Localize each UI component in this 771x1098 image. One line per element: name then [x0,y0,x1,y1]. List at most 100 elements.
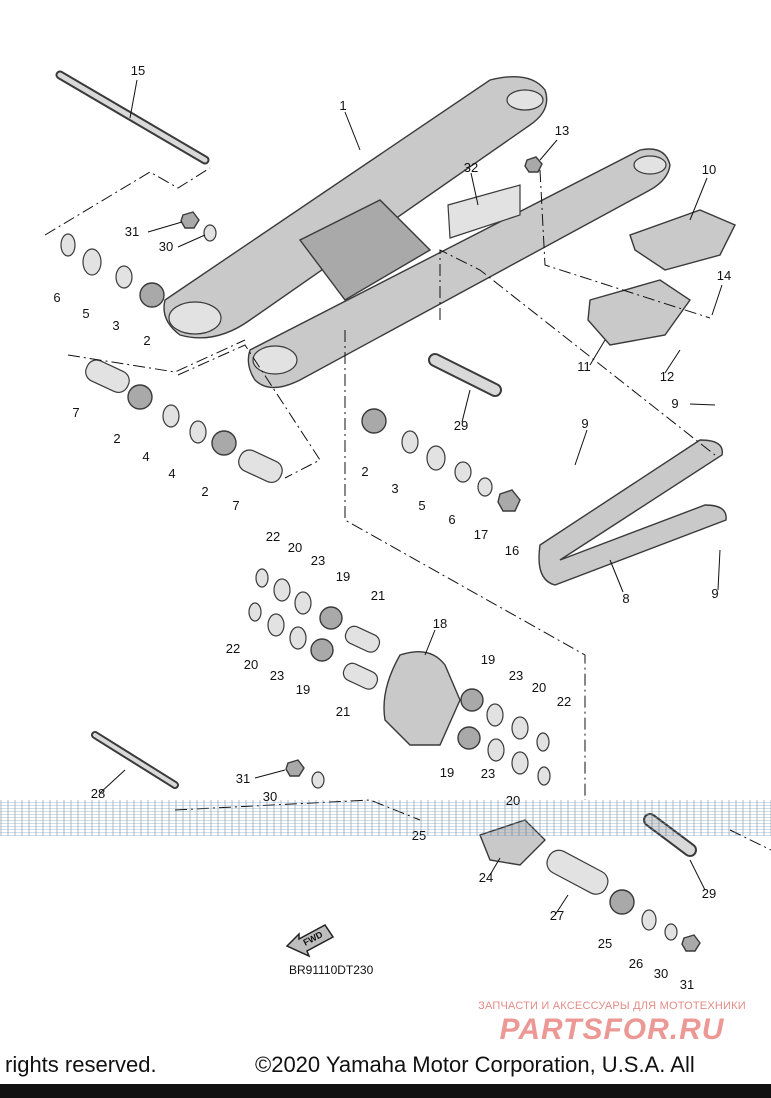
callout-9: 9 [711,586,718,601]
swingarm-right-arm [247,148,671,389]
seal-26 [641,909,657,931]
chain-puller-upper [629,209,736,271]
washer-30-mid [311,771,325,789]
callout-21: 21 [371,588,385,603]
bearing-25 [609,889,635,915]
collar-7-lower [238,449,283,484]
assembly-line-h [729,829,771,851]
callout-2: 2 [201,484,208,499]
bearing-2b [127,384,153,410]
chain-guide [538,439,727,586]
callout-30: 30 [263,789,277,804]
chain-puller-lower [587,279,691,346]
callout-6: 6 [448,512,455,527]
callout-31: 31 [236,771,250,786]
assembly-line-c [177,344,321,479]
callout-11: 11 [577,359,591,374]
callout-31: 31 [680,977,694,992]
assembly-line-e [439,249,716,456]
callout-23: 23 [481,766,495,781]
assembly-line-b [67,339,246,373]
leader-lines [99,79,723,916]
callout-19: 19 [336,569,350,584]
callout-9: 9 [671,396,678,411]
callout-22: 22 [226,641,240,656]
callout-16: 16 [505,543,519,558]
washer-30-top [203,224,217,242]
callout-7: 7 [72,405,79,420]
callout-30: 30 [159,239,173,254]
callout-28: 28 [91,786,105,801]
nut-31-low [681,934,701,952]
washer-4b [189,420,207,444]
scan-artifact-band [0,800,771,836]
label-plate [447,184,521,239]
callout-1: 1 [339,98,346,113]
callout-10: 10 [702,162,716,177]
ring-3-right [401,430,419,454]
callout-26: 26 [629,956,643,971]
callout-5: 5 [82,306,89,321]
callout-30: 30 [654,966,668,981]
watermark-tagline: ЗАПЧАСТИ И АКСЕССУАРЫ ДЛЯ МОТОТЕХНИКИ [478,1000,746,1012]
callout-20: 20 [506,793,520,808]
washer-4a [162,404,180,428]
callout-23: 23 [509,668,523,683]
callout-13: 13 [555,123,569,138]
nut-13 [524,156,543,173]
callout-12: 12 [660,369,674,384]
bottom-strip [0,1084,771,1098]
callout-20: 20 [288,540,302,555]
callout-24: 24 [479,870,493,885]
callout-23: 23 [311,553,325,568]
swingarm-pivot-right [252,345,298,375]
bearing-2a [139,282,165,308]
watermark: ЗАПЧАСТИ И АКСЕССУАРЫ ДЛЯ МОТОТЕХНИКИ PA… [456,1000,768,1047]
fwd-arrow-icon: FWD [285,924,335,958]
callout-27: 27 [550,908,564,923]
callout-23: 23 [270,668,284,683]
callout-18: 18 [433,616,447,631]
callout-20: 20 [532,680,546,695]
callout-22: 22 [557,694,571,709]
nut-31-top [180,211,200,229]
diagram-artwork [44,70,771,952]
callout-2: 2 [361,464,368,479]
callout-32: 32 [464,160,478,175]
callout-3: 3 [391,481,398,496]
callout-2: 2 [143,333,150,348]
callout-22: 22 [266,529,280,544]
bearing-2c [211,430,237,456]
callout-9: 9 [581,416,588,431]
callout-29: 29 [454,418,468,433]
callout-21: 21 [336,704,350,719]
swingarm-crossmember [298,199,432,301]
watermark-logo: PARTSFOR.RU [499,1013,725,1046]
bearing-2d [361,408,387,434]
collar-27 [546,849,609,895]
relay-arm [383,651,461,746]
callout-19: 19 [440,765,454,780]
nut-16 [497,489,521,512]
callout-25: 25 [412,828,426,843]
copyright-bar: l rights reserved. ©2020 Yamaha Motor Co… [0,1048,771,1084]
callout-5: 5 [418,498,425,513]
callout-25: 25 [598,936,612,951]
ring-3 [115,265,133,289]
callout-6: 6 [53,290,60,305]
callout-4: 4 [168,466,175,481]
seal-6-right [454,461,472,483]
collar-7-upper [85,359,130,394]
copyright-right: ©2020 Yamaha Motor Corporation, U.S.A. A… [255,1052,695,1077]
bearing-19a [319,606,343,630]
callout-7: 7 [232,498,239,513]
assembly-line-g [174,799,421,821]
callout-29: 29 [702,886,716,901]
callout-15: 15 [131,63,145,78]
assembly-line-d [344,330,586,800]
callout-19: 19 [296,682,310,697]
diagram-code: BR91110DT230 [289,963,374,977]
collar-21a [344,625,381,653]
callout-31: 31 [125,224,139,239]
